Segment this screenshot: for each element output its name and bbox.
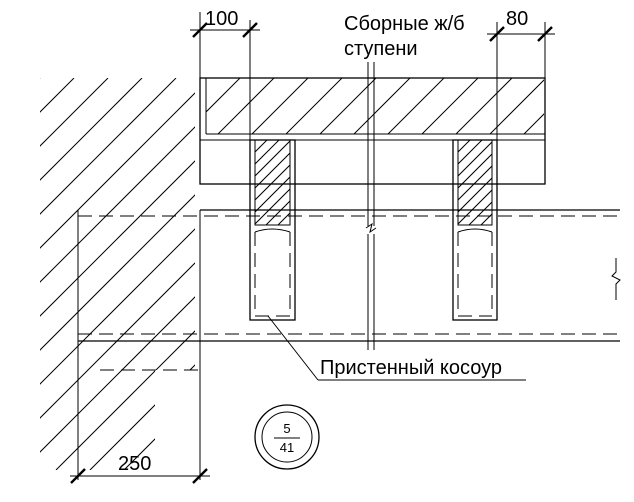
- hatch-line: [458, 141, 492, 177]
- hatch-line: [458, 165, 492, 201]
- hatch-line: [458, 140, 459, 141]
- hatch-line: [374, 140, 459, 225]
- reference-marker-top: 5: [283, 421, 290, 436]
- hatch-line: [40, 78, 41, 470]
- dimension-label-250: 250: [118, 453, 151, 475]
- hatch-line: [505, 140, 590, 225]
- hatch-line: [260, 78, 634, 470]
- dimension-label-80: 80: [506, 8, 528, 30]
- hatch-line: [566, 78, 634, 470]
- hatch-line: [387, 78, 445, 134]
- hatch-line: [541, 140, 626, 225]
- hatch-line: [468, 201, 492, 225]
- hatch-line: [532, 78, 634, 470]
- hatch-line: [517, 140, 602, 225]
- reference-marker-bottom: 41: [280, 440, 294, 455]
- hatch-line: [362, 78, 634, 470]
- hatch-line: [277, 212, 290, 225]
- hatch-line: [458, 177, 492, 213]
- precast-steps-label-line1: Сборные ж/б: [344, 13, 465, 35]
- hatch-line: [251, 78, 309, 134]
- reference-marker: 5 41: [254, 404, 320, 470]
- hatch-line: [294, 78, 634, 470]
- hatch-line: [458, 189, 492, 225]
- hatch-line: [529, 140, 614, 225]
- hatch-line: [40, 78, 143, 470]
- hatch-line: [40, 78, 195, 470]
- section-break-line: [365, 62, 377, 350]
- hatch-line: [40, 78, 195, 470]
- hatch-line: [592, 78, 634, 134]
- hatch-line: [458, 140, 471, 153]
- hatch-line: [458, 140, 483, 165]
- dimension-top-left: 100: [190, 8, 260, 140]
- hatch-line: [255, 152, 290, 189]
- hatch-line: [265, 200, 290, 225]
- dimension-top-right: 80: [487, 8, 555, 140]
- hatch-line: [206, 78, 241, 113]
- dimension-label-100: 100: [205, 8, 238, 30]
- hatch-line: [455, 78, 513, 134]
- hatch-line: [255, 188, 290, 225]
- precast-step: [199, 77, 634, 185]
- hatch-line: [314, 140, 399, 225]
- hatch-line: [55, 78, 195, 470]
- hatch-line: [255, 140, 268, 153]
- hatch-line: [421, 78, 479, 134]
- hatch-line: [493, 140, 578, 225]
- wall-stringer: [77, 209, 621, 480]
- hatch-line: [458, 153, 492, 189]
- hatch-line: [40, 78, 75, 470]
- hatch-line: [565, 140, 634, 225]
- hatch-line: [191, 78, 195, 470]
- hatch-line: [464, 78, 634, 470]
- hatch-line: [40, 78, 195, 470]
- hatch-line: [489, 79, 544, 134]
- wall-stringer-label: Пристенный косоур: [267, 315, 526, 381]
- dimension-bottom: 250: [70, 453, 210, 484]
- wall-stringer-label-text: Пристенный косоур: [320, 357, 502, 379]
- left-support-beam: [249, 139, 459, 321]
- hatch-line: [319, 78, 377, 134]
- hatch-line: [396, 78, 634, 470]
- hatch-line: [123, 78, 195, 470]
- hatch-line: [226, 78, 618, 470]
- wall-hatching: [40, 78, 634, 470]
- right-support-beam: [452, 139, 634, 321]
- hatch-line: [338, 140, 423, 225]
- hatch-line: [217, 78, 275, 134]
- hatch-line: [430, 78, 634, 470]
- hatch-line: [40, 78, 177, 470]
- hatch-line: [255, 140, 280, 165]
- hatch-line: [255, 176, 290, 213]
- hatch-line: [362, 140, 447, 225]
- hatch-line: [89, 78, 195, 470]
- hatch-line: [523, 113, 544, 134]
- hatch-line: [553, 140, 634, 225]
- hatch-line: [353, 78, 411, 134]
- hatch-line: [40, 78, 195, 470]
- precast-steps-label: Сборные ж/б ступени: [344, 13, 465, 60]
- hatch-line: [350, 140, 435, 225]
- hatch-line: [255, 140, 290, 177]
- precast-steps-label-line2: ступени: [344, 38, 418, 60]
- hatch-line: [289, 224, 290, 225]
- hatch-line: [40, 78, 195, 470]
- hatch-line: [206, 78, 207, 79]
- hatch-line: [558, 78, 614, 134]
- hatch-line: [480, 213, 492, 225]
- hatch-line: [40, 78, 195, 470]
- hatch-line: [157, 78, 195, 470]
- hatch-line: [40, 78, 109, 470]
- hatch-line: [255, 140, 256, 141]
- hatch-line: [285, 78, 343, 134]
- hatch-line: [255, 164, 290, 201]
- hatch-line: [40, 78, 195, 470]
